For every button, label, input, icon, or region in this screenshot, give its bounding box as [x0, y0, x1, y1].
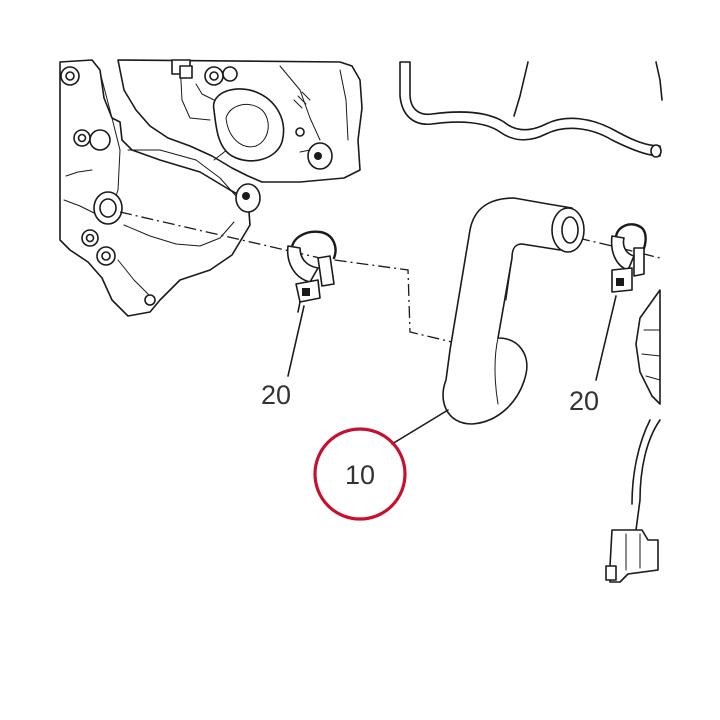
hose-clamp-right [610, 223, 647, 293]
callout-number-clamp-left: 20 [261, 380, 291, 410]
highlight-circle [313, 427, 407, 521]
upper-hose [399, 61, 663, 158]
callout-number-hose: 10 [345, 460, 375, 490]
callout-number-clamp-right: 20 [569, 386, 599, 416]
leader-lines [287, 295, 617, 445]
engine-block [59, 59, 363, 317]
coolant-hose [442, 197, 585, 425]
wiring-connector [605, 289, 661, 583]
hose-clamp-left [286, 230, 337, 313]
